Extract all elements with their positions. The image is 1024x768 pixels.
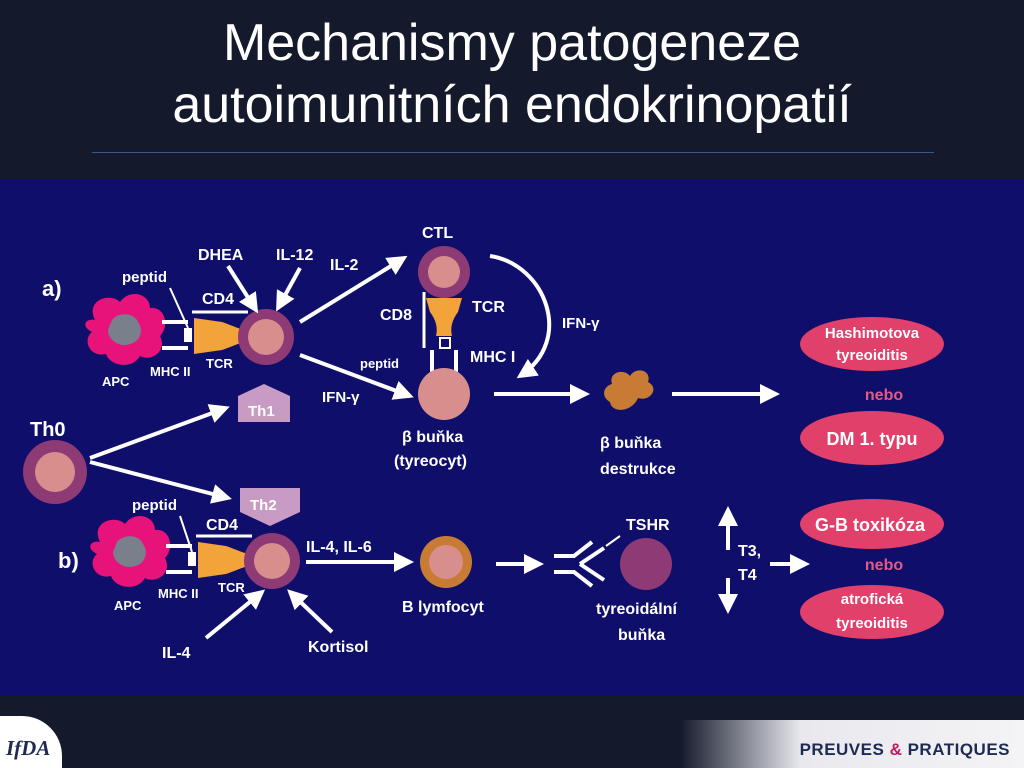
il4-arrow [204,589,266,640]
peptid-pointer-a [169,287,189,329]
destruction-label-2: destrukce [600,461,676,478]
footer-brand-strip [680,720,1024,768]
tshr-pointer [605,535,621,547]
apc-cell-a [85,294,166,365]
il4-label: IL-4 [162,645,191,662]
il12-label: IL-12 [276,247,313,264]
tcr-receptor-a [194,318,248,354]
hashimoto-label-2: tyreoiditis [836,347,908,364]
th2-label: Th2 [250,497,277,514]
peptid-label-ctl: peptid [360,356,399,371]
beta-cell-label-2: (tyreocyt) [394,453,467,470]
b-lymfocyt-label: B lymfocyt [402,599,484,616]
gb-label: G-B toxikóza [815,515,926,535]
dhea-label: DHEA [198,247,244,264]
page-title: Mechanismy patogeneze autoimunitních end… [0,12,1024,136]
peptid-label-b: peptid [132,497,177,514]
il2-arrow [298,255,408,324]
kortisol-label: Kortisol [308,639,368,656]
antibody-icon [554,540,606,588]
tcr-receptor-b [198,542,252,578]
outcome-hashimoto [800,317,944,371]
ifn-label-low: IFN-γ [322,389,360,406]
outcome-atrophic [800,585,944,639]
title-divider [92,152,934,153]
atrof-label-2: tyreoiditis [836,615,908,632]
tcr-receptor-ctl [426,298,462,336]
dm1-label: DM 1. typu [826,429,917,449]
destruction-label-1: β buňka [600,435,661,452]
apc-cell-b [90,516,171,587]
tcr-label-ctl: TCR [472,299,505,316]
beta-cell-label-1: β buňka [402,429,463,446]
outcome-dm1 [800,411,944,465]
peptid-label-a: peptid [122,269,167,286]
cd8-label: CD8 [380,307,412,324]
title-line-1: Mechanismy patogeneze [222,14,802,72]
kortisol-arrow [287,589,334,634]
arrow-th0-to-th2 [89,460,232,504]
t4-label: T4 [738,567,757,584]
th0-label: Th0 [30,419,66,441]
nebo-label-a: nebo [865,387,903,404]
destroyed-beta-cell [604,370,654,410]
outcome-gb [800,499,944,549]
mhc2-complex-b [166,544,196,574]
dhea-arrow [226,264,259,314]
apc-label-a: APC [102,374,130,389]
il46-label: IL-4, IL-6 [306,539,372,556]
hashimoto-label-1: Hashimotova [825,325,920,342]
th2-badge [240,488,300,526]
thyroid-cell [620,538,672,590]
ifda-logo: IfDA [6,736,51,760]
mhc1-label: MHC I [470,349,515,366]
title-line-2: autoimunitních endokrinopatií [172,76,852,134]
th1-label: Th1 [248,403,275,420]
ifn-loop-arrow [489,254,552,379]
tcr-label-b: TCR [218,580,245,595]
thyroid-cell-label-2: buňka [618,627,665,644]
il2-label: IL-2 [330,257,359,274]
thyroid-cell-label-1: tyreoidální [596,601,677,618]
il12-arrow [276,267,302,312]
th1-badge [238,384,290,422]
mhc2-complex-a [162,320,192,350]
t3-label: T3, [738,543,761,560]
mhc2-label-b: MHC II [158,586,198,601]
ifn-arrow-to-target [299,353,414,400]
ctl-label: CTL [422,225,453,242]
mhc2-label-a: MHC II [150,364,190,379]
cd4-label-a: CD4 [202,291,234,308]
beta-cell [418,368,470,420]
tcr-label-a: TCR [206,356,233,371]
nebo-label-b: nebo [865,557,903,574]
peptid-pointer-b [179,515,193,553]
atrof-label-1: atrofická [841,591,904,608]
apc-label-b: APC [114,598,142,613]
pathogenesis-diagram: a) APC MHC II peptid CD4 TCR DHEA IL-12 … [23,225,944,662]
ifn-label-top: IFN-γ [562,315,600,332]
diagram-panel: a) APC MHC II peptid CD4 TCR DHEA IL-12 … [0,180,1024,695]
section-b-label: b) [58,548,79,573]
tshr-label: TSHR [626,517,670,534]
arrow-th0-to-th1 [89,404,230,460]
footer-brand: PREUVES & PRATIQUES [799,740,1010,759]
cd4-label-b: CD4 [206,517,238,534]
peptid-box-ctl [439,337,451,349]
section-a-label: a) [42,276,62,301]
